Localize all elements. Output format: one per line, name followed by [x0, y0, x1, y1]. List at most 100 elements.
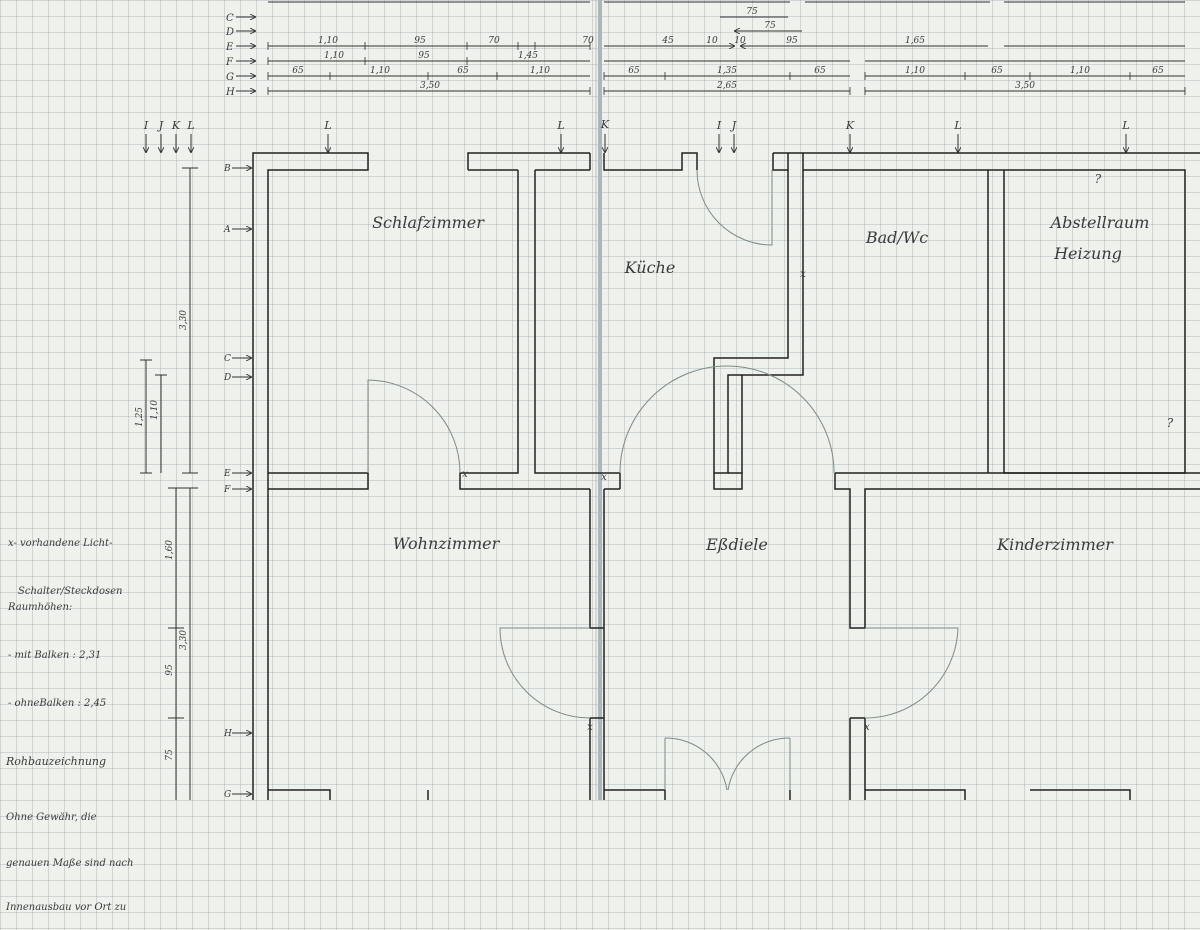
row-letter-h: H [225, 87, 235, 98]
disclaimer-line-3: Innenausbau vor Ort zu [6, 902, 127, 913]
disclaimer-note: Rohbauzeichnung Ohne Gewähr, die genauen… [6, 722, 133, 930]
section-letter-l: L [186, 119, 194, 132]
top-dimension-labels: 75 75 1,10 95 70 70 45 10 10 95 1,65 1,1… [292, 7, 1164, 91]
legend-line-1: x- vorhandene Licht- [8, 538, 113, 549]
room-label-kueche: Küche [624, 258, 676, 277]
dim-h2: 2,65 [716, 81, 737, 91]
dim-e3: 70 [488, 36, 500, 46]
dim-c1: 75 [746, 7, 758, 17]
room-mark-q1: ? [1095, 172, 1102, 186]
dim-h1: 3,50 [420, 81, 440, 91]
section-letter-i: I [143, 119, 149, 132]
dim-e7: 10 [734, 36, 746, 46]
dim-g7: 65 [814, 66, 826, 76]
svg-text:x: x [587, 722, 593, 733]
plan-letter-d: D [223, 373, 231, 383]
section-letters: I J K L L L K I J K L L [143, 118, 1130, 132]
row-letter-c: C [226, 13, 234, 24]
room-label-essdiele: Eßdiele [705, 535, 768, 554]
section-letter-i: I [716, 119, 722, 132]
disclaimer-line-1: Ohne Gewähr, die [6, 812, 97, 823]
dim-e9: 1,65 [905, 36, 925, 46]
top-dimension-chains [236, 1, 1186, 95]
row-letter-f: F [225, 57, 234, 68]
room-heights-line-1: - mit Balken : 2,31 [8, 650, 102, 661]
dim-v7: 75 [165, 749, 175, 761]
dim-g9: 65 [991, 66, 1003, 76]
dim-v2: 1,25 [135, 407, 145, 427]
section-letter-k: K [171, 119, 181, 132]
switch-marks: x x x x x [462, 269, 870, 733]
section-letter-j: J [730, 119, 737, 132]
dim-v5: 3,30 [179, 630, 189, 650]
dim-v1: 3,30 [179, 310, 189, 330]
plan-letter-c: C [224, 354, 231, 364]
top-row-letters: C D E F G H [225, 13, 235, 98]
dim-e5: 45 [661, 36, 674, 46]
room-labels: Schlafzimmer Küche Bad/Wc Abstellraum He… [372, 172, 1174, 554]
room-label-bad: Bad/Wc [865, 228, 928, 247]
floor-plan: C D E F G H 75 75 1,10 95 70 70 45 10 10… [135, 0, 1200, 800]
dim-f3: 1,45 [518, 51, 538, 61]
dim-g2: 1,10 [370, 66, 390, 76]
section-markers [146, 134, 1126, 153]
plan-letter-e: E [223, 469, 231, 479]
dim-e2: 95 [414, 36, 426, 46]
room-label-abstellraum: Abstellraum [1049, 213, 1150, 232]
row-letter-g: G [226, 72, 234, 83]
dim-f2: 95 [418, 51, 430, 61]
section-letter-k: K [600, 118, 610, 131]
plan-letter-h: H [223, 729, 232, 739]
plan-letter-b: B [223, 164, 231, 174]
room-label-wohnzimmer: Wohnzimmer [393, 534, 501, 553]
legend-switches: x- vorhandene Licht- Schalter/Steckdosen [8, 504, 123, 616]
section-letter-j: J [157, 119, 164, 132]
left-dimensions [140, 168, 252, 800]
dim-g6: 1,35 [717, 66, 737, 76]
dim-v3: 1,10 [150, 400, 160, 420]
dim-g10: 1,10 [1070, 66, 1090, 76]
room-label-heizung: Heizung [1053, 244, 1122, 263]
plan-letter-g: G [224, 790, 231, 800]
room-heights-line-2: - ohneBalken : 2,45 [8, 698, 107, 709]
plan-letter-a: A [223, 225, 231, 235]
door-swings [367, 169, 959, 791]
section-letter-k: K [845, 119, 855, 132]
plan-row-letters: B A C D E F H G [223, 164, 232, 800]
dim-g8: 1,10 [905, 66, 925, 76]
dim-d1: 75 [764, 21, 776, 31]
dim-h3: 3,50 [1015, 81, 1035, 91]
room-label-schlafzimmer: Schlafzimmer [372, 213, 485, 232]
disclaimer-title: Rohbauzeichnung [6, 755, 107, 768]
dim-g4: 1,10 [530, 66, 550, 76]
dim-g11: 65 [1152, 66, 1164, 76]
room-heights-note: Raumhöhen: - mit Balken : 2,31 - ohneBal… [8, 568, 106, 728]
dim-e4: 70 [582, 36, 594, 46]
dim-f1: 1,10 [324, 51, 344, 61]
legend-line-2: Schalter/Steckdosen [18, 586, 123, 597]
dim-e8: 95 [786, 36, 798, 46]
room-heights-title: Raumhöhen: [8, 602, 73, 613]
dim-e6: 10 [706, 36, 718, 46]
section-letter-l: L [953, 119, 961, 132]
plan-letter-f: F [223, 485, 231, 495]
dim-g5: 65 [628, 66, 640, 76]
row-letter-e: E [225, 42, 234, 53]
svg-text:x: x [800, 269, 806, 280]
dim-g1: 65 [292, 66, 304, 76]
svg-text:x: x [864, 722, 870, 733]
section-letter-l: L [556, 119, 564, 132]
section-letter-l: L [323, 119, 331, 132]
disclaimer-line-2: genauen Maße sind nach [6, 858, 134, 869]
dim-e1: 1,10 [318, 36, 338, 46]
dim-g3: 65 [457, 66, 469, 76]
section-letter-l: L [1121, 119, 1129, 132]
room-label-kinderzimmer: Kinderzimmer [996, 535, 1114, 554]
dim-v6: 95 [165, 664, 175, 676]
room-mark-q2: ? [1167, 416, 1174, 430]
svg-text:x: x [601, 472, 607, 483]
dim-v4: 1,60 [165, 540, 175, 560]
left-dimension-labels: 3,30 1,25 1,10 1,60 3,30 95 75 [135, 310, 189, 761]
row-letter-d: D [225, 27, 234, 38]
svg-text:x: x [462, 469, 468, 480]
